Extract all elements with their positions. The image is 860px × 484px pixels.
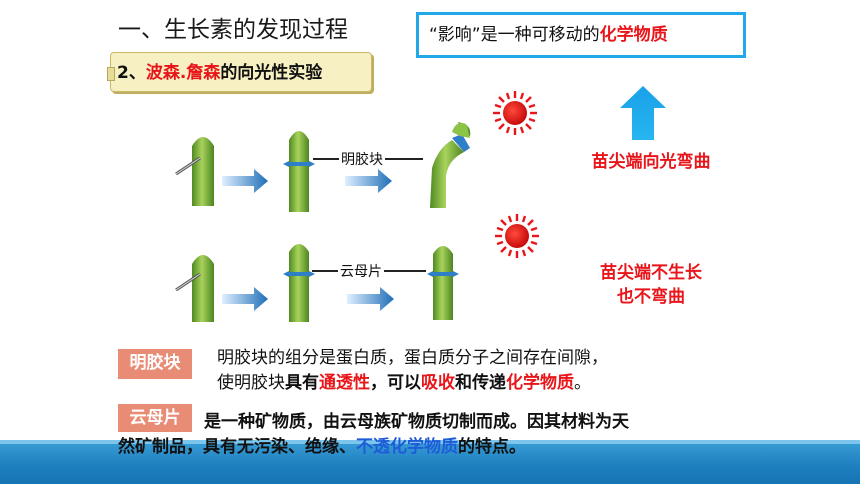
mica-label-line: 云母片 (312, 261, 426, 281)
result-bottom-line1: 苗尖端不生长 (600, 263, 702, 283)
footer-bar-highlight (0, 440, 860, 444)
note-text: 然矿制品，具有无污染、绝缘、 (118, 437, 356, 457)
subtitle-prefix: 2、 (117, 63, 146, 83)
gelatin-note-line1: 明胶块的组分是蛋白质，蛋白质分子之间存在间隙， (217, 348, 608, 368)
mica-note-line2: 然矿制品，具有无污染、绝缘、不透化学物质的特点。 (118, 435, 798, 460)
step-arrow (345, 169, 392, 193)
note-highlight: 化学物质 (506, 373, 574, 393)
experiment-subtitle: 2、波森.詹森的向光性实验 (107, 52, 372, 92)
seedling-gelatin-cut (283, 131, 315, 212)
footer-bar (0, 440, 860, 484)
note-highlight: 不透化学物质 (356, 437, 458, 457)
seedling-intact-2 (175, 255, 214, 322)
gelatin-note-line2: 使明胶块具有通透性，可以吸收和传递化学物质。 (217, 371, 777, 396)
mica-note-label: 云母片 (118, 404, 192, 432)
seedling-mica-cut (283, 244, 315, 322)
seedling-bent-toward-light (430, 122, 471, 208)
note-text: 。 (574, 373, 591, 393)
step-arrow (222, 287, 268, 311)
conclusion-box: “影响”是一种可移动的化学物质 (416, 12, 746, 58)
arrow-up-icon (620, 86, 666, 140)
note-text: 使明胶块 (217, 373, 285, 393)
mica-note-line1: 是一种矿物质，由云母族矿物质切制而成。因其材料为天 (204, 412, 629, 432)
note-text: ，可以 (370, 373, 421, 393)
experiment-diagram (175, 86, 666, 322)
step-arrow (347, 287, 394, 311)
gelatin-note-label: 明胶块 (118, 349, 192, 379)
sun-icon (495, 214, 539, 258)
note-text: 具有 (285, 373, 319, 393)
note-highlight: 通透性 (319, 373, 370, 393)
result-bottom-line2: 也不弯曲 (617, 287, 685, 307)
note-text: 的特点。 (458, 437, 526, 457)
gelatin-line-label: 明胶块 (339, 149, 385, 169)
note-text: 和传递 (455, 373, 506, 393)
subtitle-names: 波森.詹森 (145, 63, 221, 83)
gelatin-label-line: 明胶块 (313, 149, 423, 169)
conclusion-text: “影响”是一种可移动的 (429, 25, 600, 45)
scroll-decoration (107, 67, 115, 81)
conclusion-highlight: 化学物质 (599, 25, 668, 45)
step-arrow (222, 169, 268, 193)
page-title: 一、生长素的发现过程 (118, 17, 348, 43)
gelatin-note: 明胶块的组分是蛋白质，蛋白质分子之间存在间隙， 使明胶块具有通透性，可以吸收和传… (217, 346, 777, 396)
result-top: 苗尖端向光弯曲 (591, 152, 711, 172)
seedling-straight (427, 246, 459, 320)
seedling-intact-1 (175, 137, 214, 206)
note-highlight: 吸收 (421, 373, 455, 393)
mica-line-label: 云母片 (338, 261, 384, 281)
subtitle-suffix: 的向光性实验 (220, 63, 323, 83)
mica-note: 是一种矿物质，由云母族矿物质切制而成。因其材料为天 然矿制品，具有无污染、绝缘、… (118, 410, 798, 460)
sun-icon (493, 91, 537, 135)
